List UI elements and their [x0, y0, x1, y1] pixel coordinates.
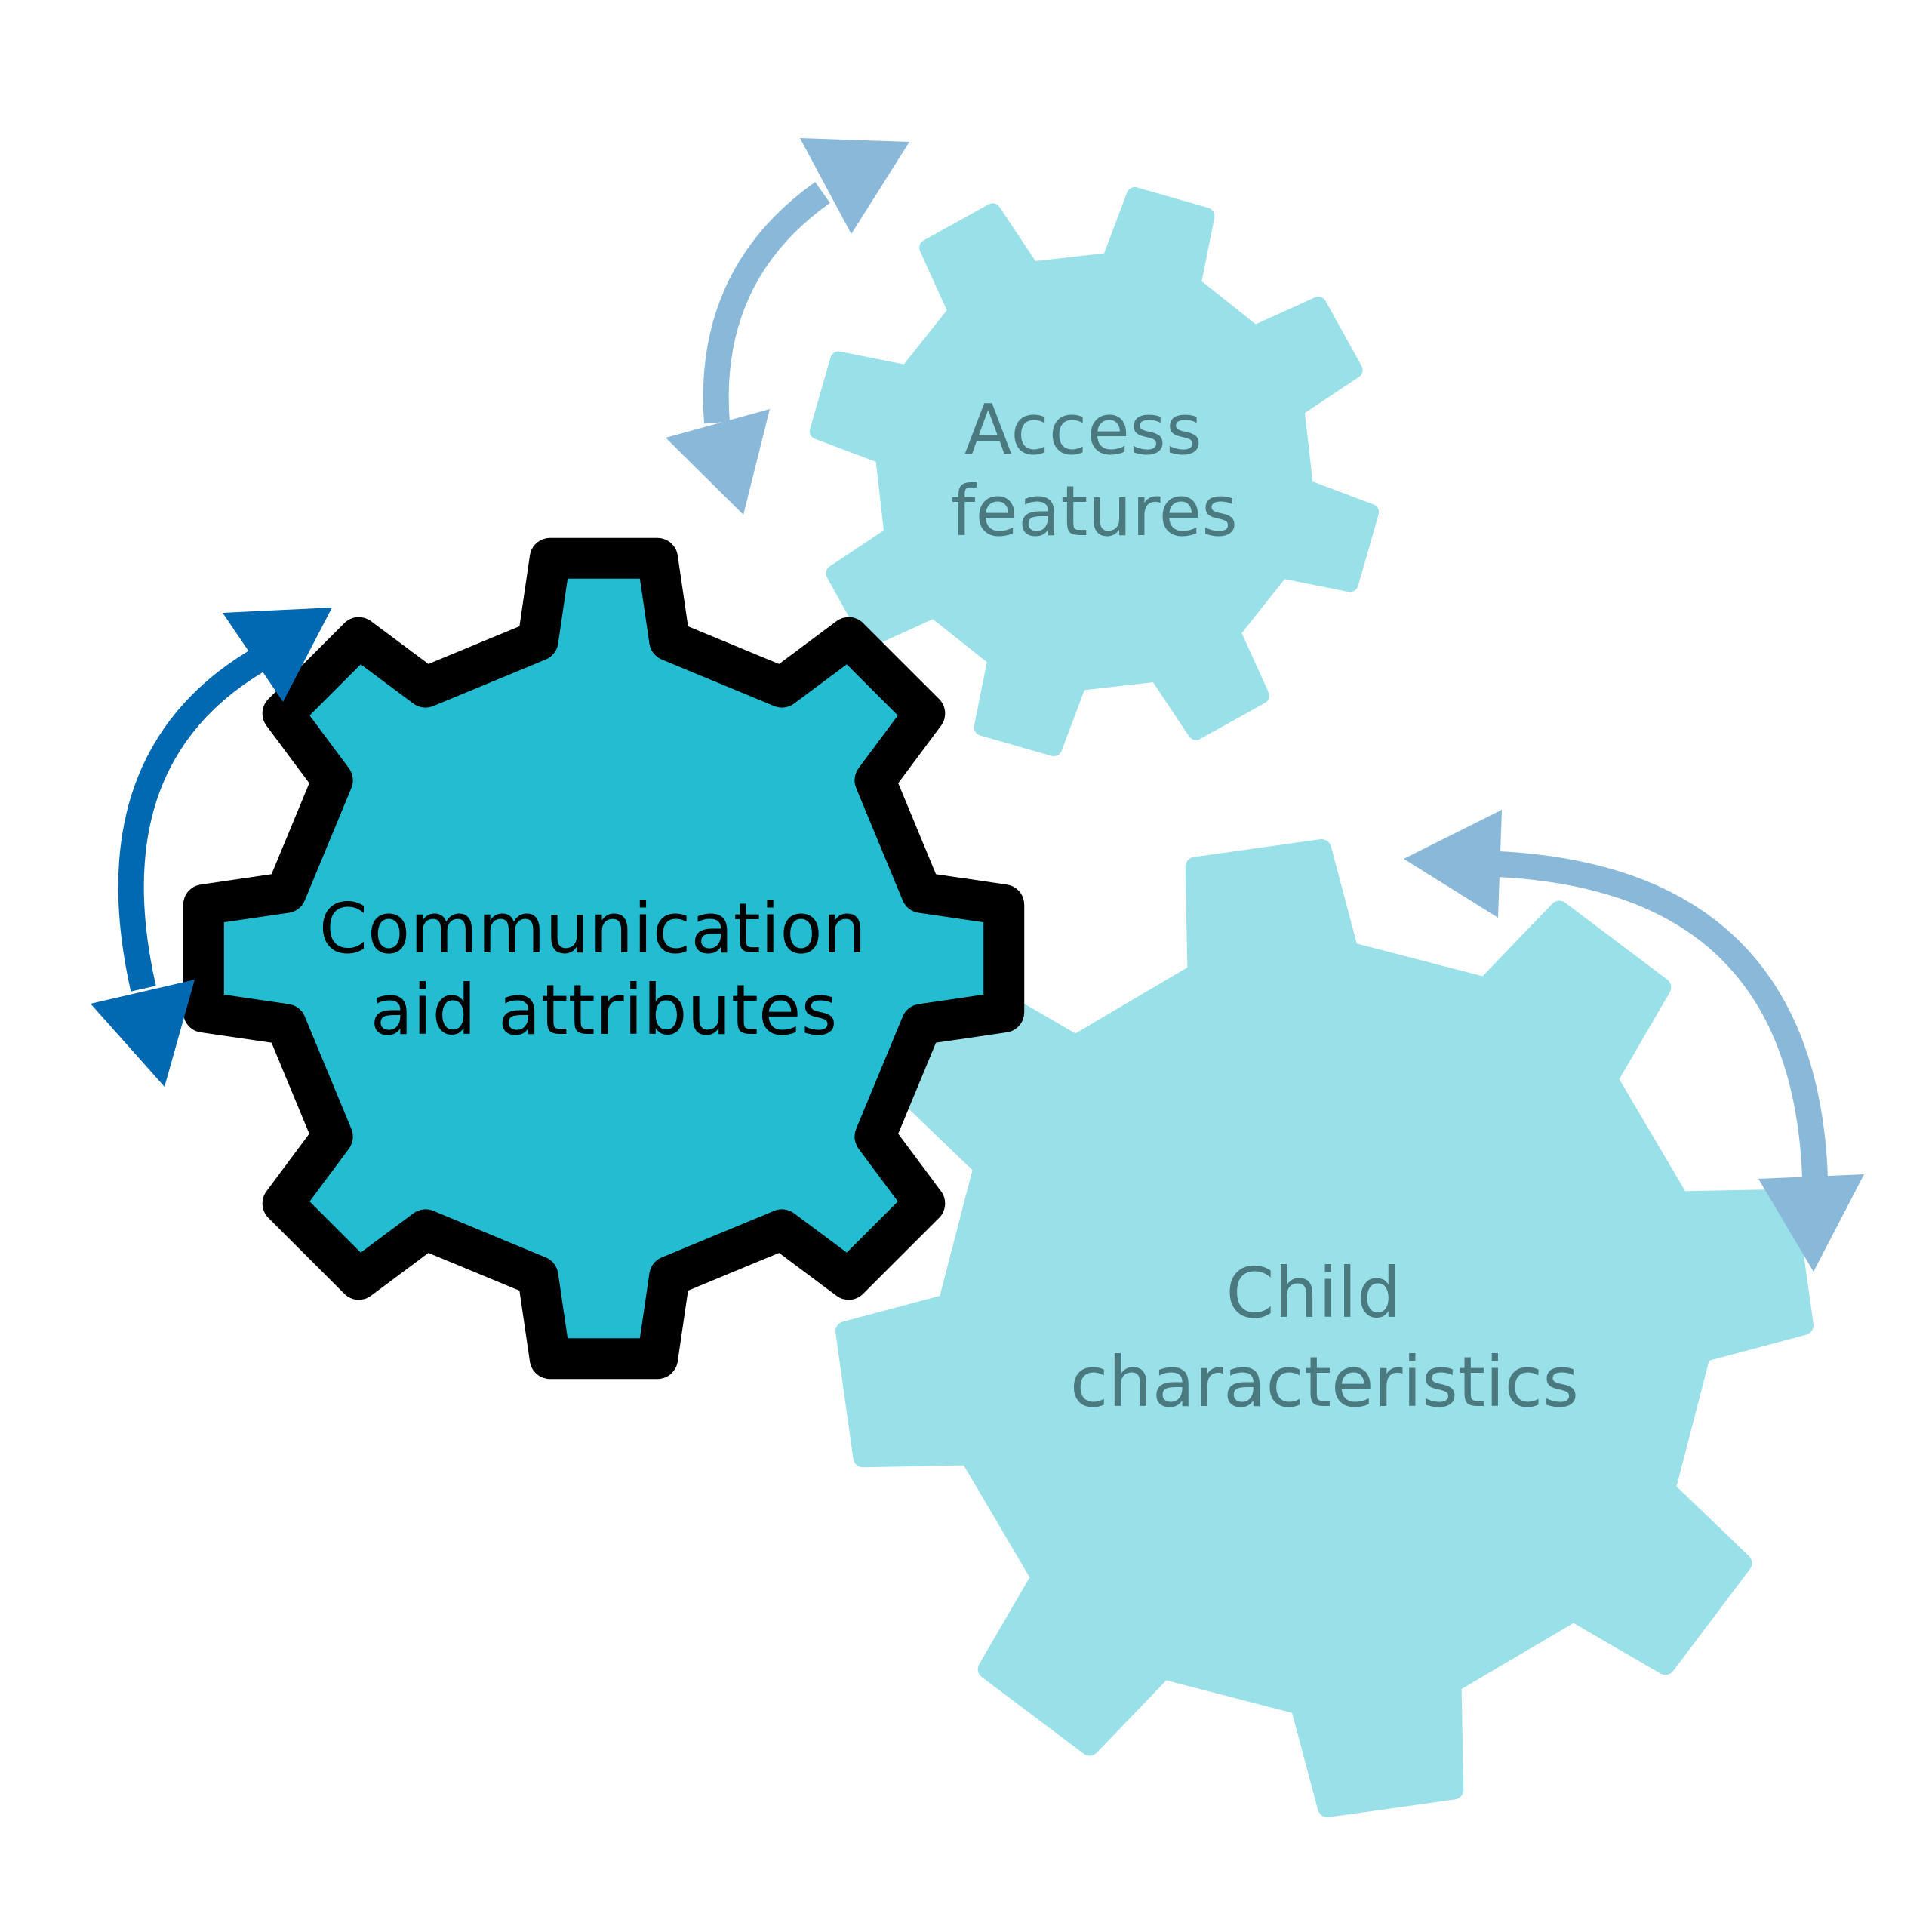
- access-features-gear: Access features: [809, 186, 1380, 757]
- arrow-head: [223, 608, 332, 702]
- arrow-head: [91, 980, 195, 1087]
- child-label-line1: Child: [1226, 1253, 1401, 1334]
- communication-aid-gear: Communication aid attributes: [183, 537, 1025, 1380]
- arrow-head: [800, 138, 909, 234]
- access-rotation-arrow-icon: [666, 138, 909, 515]
- arrow-shaft: [1497, 851, 1828, 1178]
- child-rotation-arrow-icon: [1404, 810, 1864, 1272]
- arrow-shaft: [703, 182, 830, 424]
- arrow-head: [1404, 810, 1502, 918]
- communication-label-line2: aid attributes: [371, 970, 838, 1051]
- arrow-shaft: [118, 645, 271, 992]
- access-features-label: Access features: [951, 389, 1238, 552]
- child-label-line2: characteristics: [1070, 1342, 1579, 1423]
- access-gear-icon: [809, 186, 1380, 757]
- communication-gear-icon: [183, 537, 1025, 1380]
- arrow-head: [1758, 1174, 1864, 1272]
- arrow-head: [666, 409, 770, 515]
- communication-label-line1: Communication: [319, 888, 866, 969]
- access-label-line1: Access: [964, 389, 1202, 470]
- child-gear-icon: [835, 839, 1814, 1817]
- access-label-line2: features: [951, 471, 1238, 552]
- communication-rotation-arrow-icon: [91, 608, 332, 1087]
- communication-aid-label: Communication aid attributes: [319, 888, 888, 1051]
- child-characteristics-gear: Child characteristics: [835, 839, 1814, 1817]
- child-characteristics-label: Child characteristics: [1070, 1253, 1579, 1423]
